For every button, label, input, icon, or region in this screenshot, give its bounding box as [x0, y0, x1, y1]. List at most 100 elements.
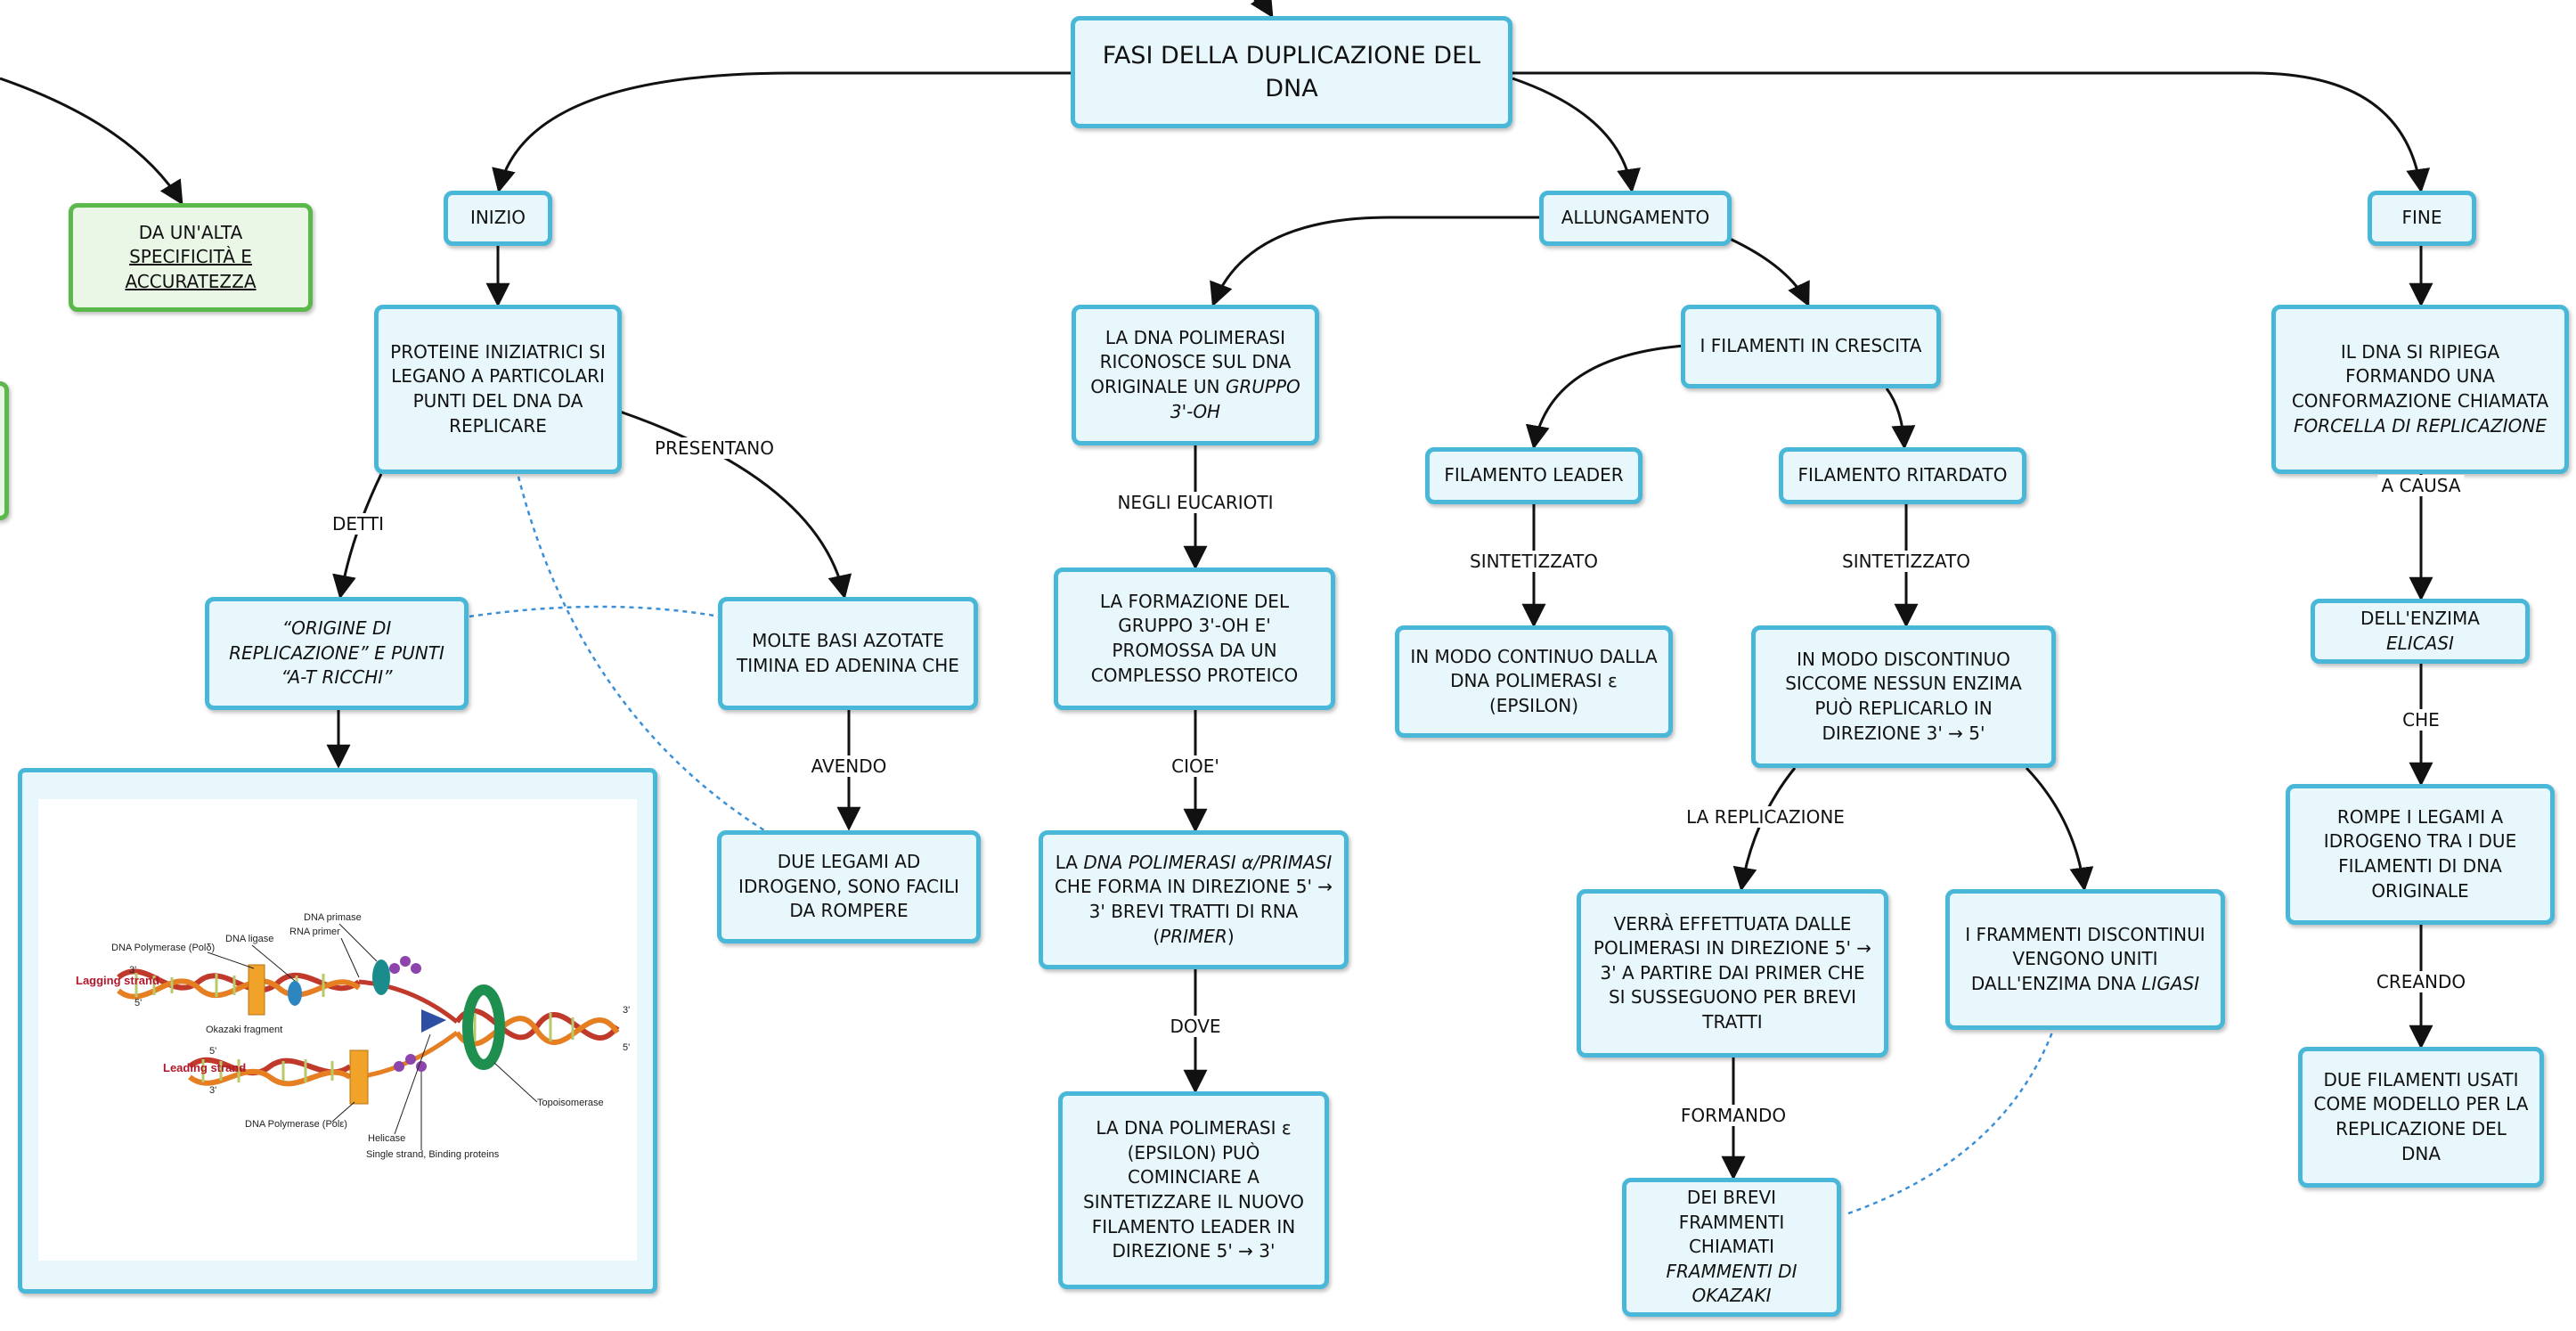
link-label-detti: DETTI	[328, 513, 388, 535]
formazione-text: LA FORMAZIONE DEL GRUPPO 3'-OH E' PROMOS…	[1090, 590, 1299, 686]
rompe-node[interactable]: ROMPE I LEGAMI A IDROGENO TRA I DUE FILA…	[2286, 784, 2555, 925]
fig-label-leading-5prime: 5'	[209, 1046, 216, 1057]
basi-node[interactable]: MOLTE BASI AZOTATE TIMINA ED ADENINA CHE	[718, 597, 978, 710]
accuracy-node[interactable]: DA UN'ALTA SPECIFICITÀ E ACCURATEZZA	[69, 203, 313, 312]
frammenti-uniti-text: I FRAMMENTI DISCONTINUI VENGONO UNITI DA…	[1965, 923, 2205, 994]
continuo-node[interactable]: IN MODO CONTINUO DALLA DNA POLIMERASI ε …	[1395, 625, 1673, 738]
modello-text: DUE FILAMENTI USATI COME MODELLO PER LA …	[2313, 1068, 2529, 1164]
ritardato-node[interactable]: FILAMENTO RITARDATO	[1779, 447, 2026, 504]
inizio-label: INIZIO	[469, 207, 526, 229]
effettuata-node[interactable]: VERRÀ EFFETTUATA DALLE POLIMERASI IN DIR…	[1577, 889, 1888, 1057]
link-label-formando: FORMANDO	[1676, 1105, 1790, 1126]
link-label-la-replicazione: LA REPLICAZIONE	[1683, 806, 1848, 828]
link-label-dove: DOVE	[1166, 1016, 1225, 1037]
fig-label-okazaki: Okazaki fragment	[206, 1025, 282, 1035]
replication-fork-figure: DNA Polymerase (Polδ) DNA ligase DNA pri…	[38, 799, 637, 1261]
frammenti-uniti-node[interactable]: I FRAMMENTI DISCONTINUI VENGONO UNITI DA…	[1945, 889, 2225, 1030]
formazione-node[interactable]: LA FORMAZIONE DEL GRUPPO 3'-OH E' PROMOS…	[1054, 568, 1335, 710]
discontinuo-node[interactable]: IN MODO DISCONTINUO SICCOME NESSUN ENZIM…	[1751, 625, 2056, 768]
elicasi-text: DELL'ENZIMA	[2360, 607, 2480, 629]
ripiega-node[interactable]: IL DNA SI RIPIEGA FORMANDO UNA CONFORMAZ…	[2271, 305, 2569, 474]
link-discontinuo-effettuata	[1732, 767, 1797, 892]
legami-node[interactable]: DUE LEGAMI AD IDROGENO, SONO FACILI DA R…	[717, 830, 981, 943]
link-proteine-basi	[619, 410, 852, 600]
pol-riconosce-text: LA DNA POLIMERASI RICONOSCE SUL DNA ORIG…	[1090, 326, 1292, 397]
elicasi-italic: ELICASI	[2386, 632, 2454, 654]
fine-label: FINE	[2401, 207, 2442, 229]
link-label-creando: CREANDO	[2372, 971, 2470, 992]
allungamento-label: ALLUNGAMENTO	[1561, 207, 1710, 229]
parental-helix-graphic	[454, 984, 620, 1070]
fig-label-rna-primer: RNA primer	[289, 927, 340, 937]
link-label-avendo: AVENDO	[807, 755, 891, 777]
fine-node[interactable]: FINE	[2368, 191, 2476, 246]
dashed-link-proteine-legami	[517, 476, 765, 832]
link-left-accuracy	[0, 77, 183, 206]
leader-node[interactable]: FILAMENTO LEADER	[1425, 447, 1643, 504]
link-allungamento-filamenti	[1729, 237, 1810, 307]
fig-label-lagging-5prime: 5'	[135, 998, 142, 1008]
link-label-presentano: PRESENTANO	[651, 437, 778, 459]
elicasi-node[interactable]: DELL'ENZIMA ELICASI	[2311, 599, 2530, 664]
allungamento-node[interactable]: ALLUNGAMENTO	[1539, 191, 1732, 246]
link-label-negli-eucarioti: NEGLI EUCARIOTI	[1113, 492, 1277, 513]
accuracy-prefix: DA UN'ALTA	[138, 221, 243, 243]
fig-label-helix-5prime: 5'	[623, 1042, 630, 1053]
root-node[interactable]: FASI DELLA DUPLICAZIONE DEL DNA	[1071, 16, 1512, 128]
dashed-link-origine-basi	[469, 605, 721, 618]
fig-label-lagging-3prime: 3'	[129, 965, 136, 976]
fig-label-leading-3prime: 3'	[209, 1085, 216, 1096]
fig-label-topoisomerase: Topoisomerase	[537, 1098, 604, 1108]
epsilon-leader-text: LA DNA POLIMERASI ε (EPSILON) PUÒ COMINC…	[1083, 1117, 1304, 1262]
pol-riconosce-node[interactable]: LA DNA POLIMERASI RICONOSCE SUL DNA ORIG…	[1072, 305, 1319, 445]
okazaki-italic: FRAMMENTI DI OKAZAKI	[1666, 1260, 1797, 1307]
basi-text: MOLTE BASI AZOTATE TIMINA ED ADENINA CHE	[737, 629, 959, 676]
legami-text: DUE LEGAMI AD IDROGENO, SONO FACILI DA R…	[738, 851, 959, 922]
link-allungamento-polricon	[1210, 216, 1539, 307]
okazaki-node[interactable]: DEI BREVI FRAMMENTI CHIAMATI FRAMMENTI D…	[1622, 1178, 1841, 1317]
link-label-cioe: CIOE'	[1168, 755, 1223, 777]
ripiega-italic: FORCELLA DI REPLICAZIONE	[2294, 414, 2547, 437]
replication-fork-image-node[interactable]: DNA Polymerase (Polδ) DNA ligase DNA pri…	[18, 768, 657, 1294]
continuo-text: IN MODO CONTINUO DALLA DNA POLIMERASI ε …	[1410, 645, 1658, 716]
fig-label-leading: Leading strand	[163, 1061, 246, 1074]
replication-fork-illustration: DNA Polymerase (Polδ) DNA ligase DNA pri…	[76, 912, 630, 1160]
inizio-node[interactable]: INIZIO	[444, 191, 552, 246]
link-label-sintetizzato-ritardato: SINTETIZZATO	[1838, 551, 1975, 572]
effettuata-text: VERRÀ EFFETTUATA DALLE POLIMERASI IN DIR…	[1593, 912, 1872, 1033]
primasi-text-e: )	[1227, 925, 1235, 947]
link-filamenti-ritardato	[1885, 388, 1916, 450]
primasi-primer: PRIMER	[1160, 925, 1227, 947]
primasi-text-a: LA	[1055, 851, 1084, 873]
rompe-text: ROMPE I LEGAMI A IDROGENO TRA I DUE FILA…	[2323, 805, 2517, 902]
link-proteine-origine	[332, 473, 383, 600]
fig-label-helix-3prime: 3'	[623, 1005, 630, 1016]
filamenti-node[interactable]: I FILAMENTI IN CRESCITA	[1681, 305, 1941, 388]
link-label-che: CHE	[2399, 709, 2443, 731]
primasi-text-c: CHE FORMA IN DIREZIONE 5' → 3' BREVI TRA…	[1054, 876, 1333, 947]
link-discontinuo-uniti	[2025, 766, 2094, 892]
fig-label-ligase: DNA ligase	[225, 934, 273, 944]
link-filamenti-leader	[1525, 344, 1686, 450]
link-label-sintetizzato-leader: SINTETIZZATO	[1465, 551, 1602, 572]
link-root-inizio	[492, 71, 1071, 193]
proteine-node[interactable]: PROTEINE INIZIATRICI SI LEGANO A PARTICO…	[374, 305, 622, 474]
fig-label-helicase: Helicase	[368, 1133, 405, 1144]
root-title: FASI DELLA DUPLICAZIONE DEL DNA	[1102, 41, 1481, 102]
offscreen-green-node[interactable]	[0, 381, 9, 520]
fig-label-primase: DNA primase	[304, 912, 362, 923]
primasi-italic: DNA POLIMERASI α/PRIMASI	[1083, 851, 1333, 873]
ripiega-text: IL DNA SI RIPIEGA FORMANDO UNA CONFORMAZ…	[2291, 340, 2549, 412]
okazaki-text: DEI BREVI FRAMMENTI CHIAMATI	[1678, 1187, 1785, 1258]
link-root-fine	[1512, 71, 2431, 193]
lagging-strand-graphic	[117, 964, 361, 1016]
origine-node[interactable]: “ORIGINE DI REPLICAZIONE” E PUNTI “A-T R…	[205, 597, 469, 710]
primasi-node[interactable]: LA DNA POLIMERASI α/PRIMASI CHE FORMA IN…	[1039, 830, 1349, 969]
ritardato-text: FILAMENTO RITARDATO	[1797, 464, 2008, 486]
link-label-a-causa: A CAUSA	[2377, 475, 2465, 496]
modello-node[interactable]: DUE FILAMENTI USATI COME MODELLO PER LA …	[2298, 1047, 2544, 1188]
proteine-text: PROTEINE INIZIATRICI SI LEGANO A PARTICO…	[390, 340, 606, 437]
epsilon-leader-node[interactable]: LA DNA POLIMERASI ε (EPSILON) PUÒ COMINC…	[1058, 1091, 1329, 1289]
fork-graphic	[358, 956, 459, 1078]
leader-text: FILAMENTO LEADER	[1444, 464, 1624, 486]
